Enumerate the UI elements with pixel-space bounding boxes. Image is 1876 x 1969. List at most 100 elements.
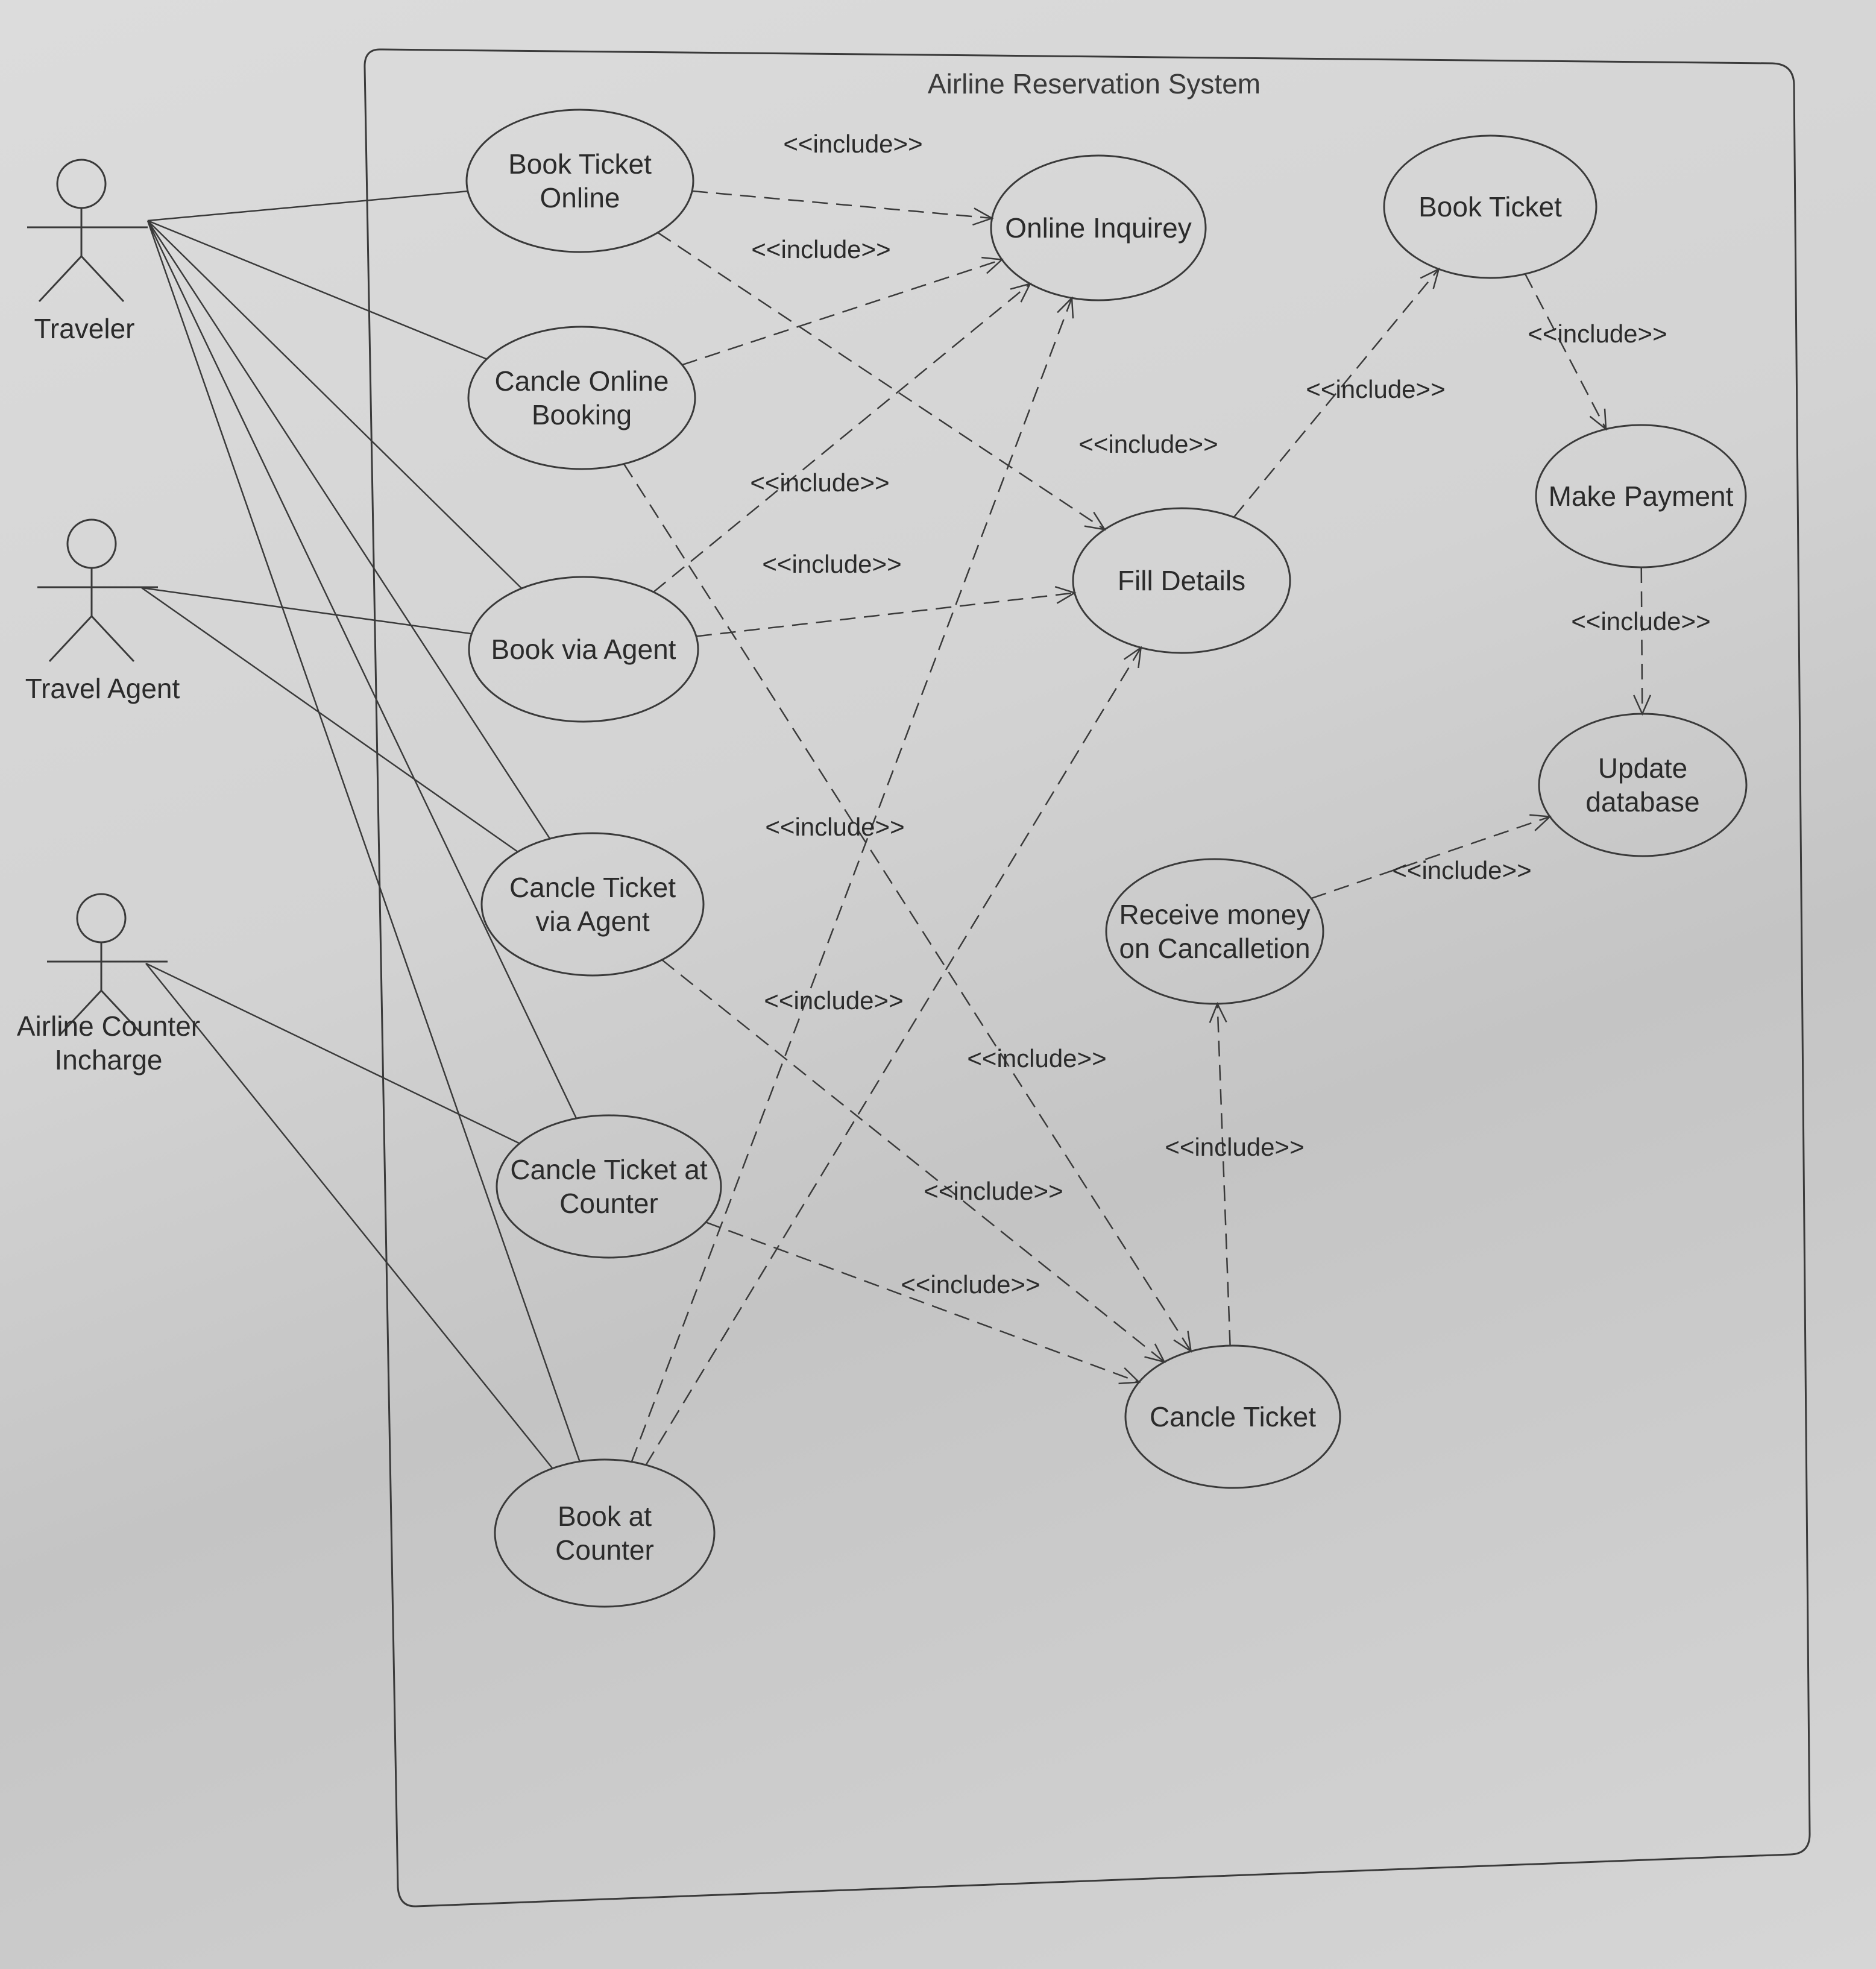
include-dependency [645, 647, 1142, 1466]
use-case-label-line: Online [540, 182, 620, 213]
use-case-label-line: Update [1598, 752, 1687, 784]
use-case-label-line: Receive money [1119, 899, 1310, 930]
use-case-book-ticket[interactable]: Book Ticket [1383, 134, 1597, 279]
actor-left-leg [38, 255, 83, 303]
use-case-ellipse[interactable] [480, 832, 705, 977]
association-line [147, 190, 468, 222]
include-label: <<include>> [783, 130, 922, 158]
include-arrowhead [972, 207, 994, 226]
include-label: <<include>> [1306, 375, 1445, 403]
use-case-label-line: via Agent [535, 906, 649, 937]
use-case-label-line: Book at [558, 1501, 652, 1532]
actor-travel-agent[interactable]: Travel Agent [25, 518, 180, 704]
actor-label-line: Traveler [34, 313, 135, 344]
use-case-label: Online Inquirey [1005, 212, 1191, 244]
include-label: <<include>> [901, 1270, 1040, 1299]
association-line [145, 962, 520, 1144]
use-case-label: Cancle Ticket [1150, 1401, 1316, 1432]
include-dependency [691, 190, 992, 219]
association-line [146, 220, 581, 1462]
use-case-ellipse[interactable] [467, 326, 696, 470]
use-case-cancel-ticket[interactable]: Cancle Ticket [1124, 1344, 1341, 1489]
actor-head [66, 518, 117, 569]
include-label: <<include>> [751, 235, 890, 263]
association-line [147, 220, 523, 589]
actor-label-line: Travel Agent [25, 673, 180, 704]
include-dependency [657, 232, 1106, 531]
use-case-book-agent[interactable]: Book via Agent [468, 576, 699, 723]
association-line [141, 587, 518, 852]
use-case-ellipse[interactable] [496, 1114, 722, 1259]
actor-label-line: Incharge [54, 1044, 162, 1076]
use-case-fill-details[interactable]: Fill Details [1072, 507, 1291, 654]
use-case-ellipse[interactable] [1105, 858, 1324, 1005]
association-layer [141, 190, 581, 1469]
association-line [146, 220, 578, 1119]
use-case-label: Fill Details [1118, 565, 1245, 596]
system-boundary [364, 48, 1811, 1908]
association-line [146, 220, 551, 839]
use-case-ellipse[interactable] [1124, 1344, 1341, 1489]
use-case-label-line: Book Ticket [508, 148, 652, 180]
use-case-make-payment[interactable]: Make Payment [1535, 424, 1747, 569]
use-case-label-line: on Cancalletion [1119, 933, 1310, 964]
actor-head [56, 159, 107, 209]
use-case-label-line: Cancle Online [495, 365, 669, 397]
include-dependency [705, 1221, 1139, 1383]
use-case-label-line: Book via Agent [491, 634, 676, 665]
include-dependency [682, 259, 1003, 366]
use-case-label-line: Fill Details [1118, 565, 1245, 596]
include-label: <<include>> [1571, 607, 1710, 635]
use-case-label: Book via Agent [491, 634, 676, 665]
include-label: <<include>> [764, 986, 903, 1015]
include-label: <<include>> [765, 813, 904, 841]
use-case-label-line: Book Ticket [1418, 191, 1562, 222]
association-line [145, 963, 553, 1469]
actor-traveler[interactable]: Traveler [27, 159, 148, 344]
association-line [141, 587, 472, 635]
use-case-ellipse[interactable] [1535, 424, 1747, 569]
include-dependency [661, 959, 1165, 1363]
use-case-ellipse[interactable] [1072, 507, 1291, 654]
actor-label: Traveler [34, 313, 135, 344]
use-case-ellipse[interactable] [990, 154, 1207, 301]
use-case-ellipse[interactable] [465, 109, 694, 253]
include-dependency [623, 463, 1192, 1352]
use-case-online-inquiry[interactable]: Online Inquirey [990, 154, 1207, 301]
use-case-label: Book Ticket [1418, 191, 1562, 222]
include-dependency [631, 297, 1073, 1463]
system-title: Airline Reservation System [928, 68, 1261, 99]
include-label-layer: <<include>> <<include>> <<include>> <<inclu… [750, 130, 1710, 1299]
use-case-ellipse[interactable] [1538, 713, 1748, 857]
use-case-label-line: Online Inquirey [1005, 212, 1191, 244]
use-case-ellipse[interactable] [1383, 134, 1597, 279]
include-label: <<include>> [1165, 1133, 1304, 1161]
use-case-label: Make Payment [1549, 480, 1734, 512]
use-case-label-line: Booking [532, 399, 632, 430]
include-label: <<include>> [1392, 856, 1531, 884]
use-case-label-line: Make Payment [1549, 480, 1734, 512]
use-case-label-line: Cancle Ticket [1150, 1401, 1316, 1432]
use-case-ellipse[interactable] [494, 1458, 716, 1608]
include-dependency [1640, 567, 1643, 714]
actor-right-leg [90, 615, 135, 663]
include-label: <<include>> [750, 468, 889, 497]
use-case-label-line: Cancle Ticket at [510, 1154, 707, 1185]
use-case-label-line: Cancle Ticket [509, 872, 676, 903]
use-case-ellipse[interactable] [468, 576, 699, 723]
